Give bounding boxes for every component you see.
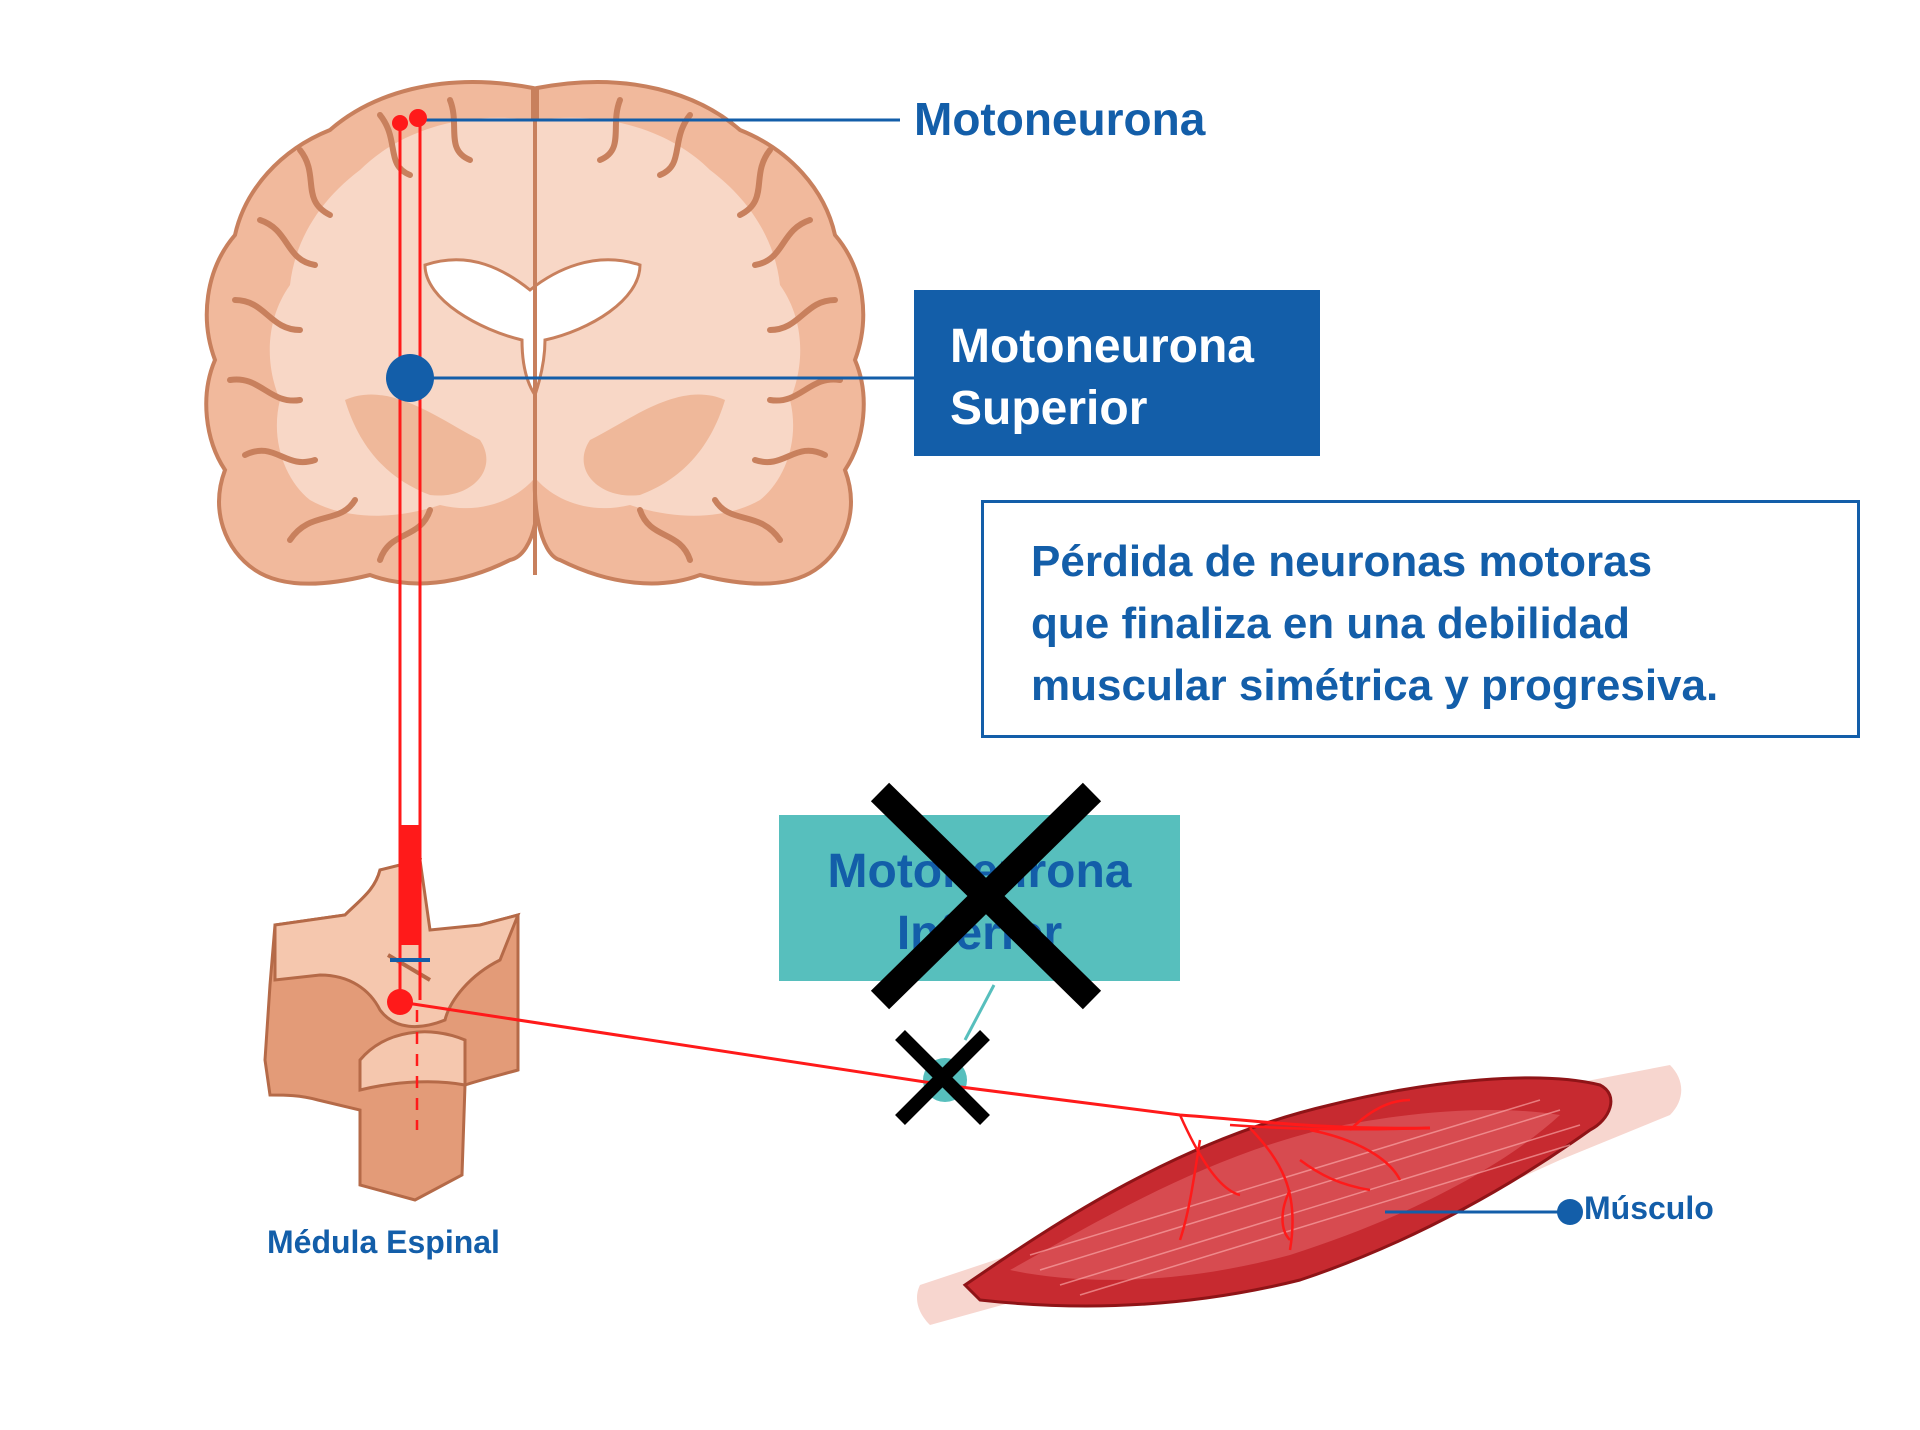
upper-motor-neuron-box: Motoneurona Superior (914, 290, 1320, 456)
description-line-2: que finaliza en una debilidad (1031, 599, 1630, 648)
label-musculo: Músculo (1584, 1190, 1714, 1226)
musculo-dot (1557, 1199, 1583, 1225)
description-line-1: Pérdida de neuronas motoras (1031, 537, 1653, 586)
small-cross-icon (895, 1030, 990, 1125)
upper-neuron-dot (386, 354, 434, 402)
description-line-3: muscular simétrica y progresiva. (1031, 661, 1719, 710)
upper-motor-neuron-path (386, 109, 434, 1130)
description-box: Pérdida de neuronas motoras que finaliza… (981, 500, 1860, 738)
upper-box-line-1: Motoneurona (950, 320, 1254, 373)
connector-lines (410, 118, 1570, 1214)
spinal-cord-illustration (263, 857, 521, 1202)
label-motoneurona: Motoneurona (914, 93, 1206, 145)
cross-icon (870, 782, 1102, 1010)
upper-box-line-2: Superior (950, 382, 1148, 435)
label-medula-espinal: Médula Espinal (267, 1224, 500, 1260)
